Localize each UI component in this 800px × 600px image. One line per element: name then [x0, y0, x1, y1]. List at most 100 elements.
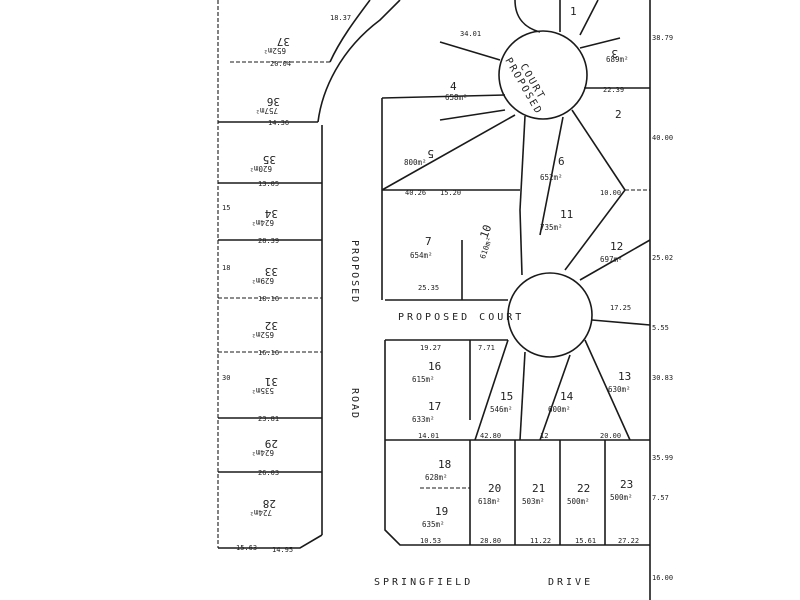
- lot-area: 654m²: [410, 251, 433, 260]
- lot-number: 6: [558, 155, 565, 168]
- dimension: 34.01: [460, 30, 481, 38]
- lot-number: 33: [265, 265, 278, 278]
- dimension: 13.05: [258, 180, 279, 188]
- upper-cul-de-sac: [381, 0, 651, 600]
- dimension: 7.57: [652, 494, 669, 502]
- dimension: 42.80: [480, 432, 501, 440]
- lot-area: 629m²: [251, 276, 274, 285]
- cul-de-sac-bulb: [507, 272, 593, 358]
- lot-number: 12: [610, 240, 623, 253]
- lot-boundary: [439, 41, 501, 61]
- dimension-labels: 14.36 13.05 28.39 18.16 16.16 23.81 26.0…: [222, 14, 673, 582]
- lot-area: 630m²: [608, 385, 631, 394]
- dimension: 30.83: [652, 374, 673, 382]
- west-lot-labels: 37 652m² 36 757m² 35 620m² 34 624m² 33 6…: [249, 35, 290, 517]
- lot-number: 32: [265, 319, 278, 332]
- lot-area: 800m²: [404, 158, 427, 167]
- court-label-mid: PROPOSED COURT: [398, 312, 524, 323]
- lot-number: 3: [611, 47, 618, 60]
- dimension: 20.00: [600, 432, 621, 440]
- lot-area: 635m²: [422, 520, 445, 529]
- dimension: 28.80: [480, 537, 501, 545]
- middle-lot-labels: 7 654m² 10 610m² 11 735m² 12 697m² 13 63…: [410, 208, 631, 424]
- lot-number: 2: [615, 108, 622, 121]
- road-label-road: ROAD: [349, 388, 360, 420]
- lot-number: 16: [428, 360, 441, 373]
- lot-area: 652m²: [540, 173, 563, 182]
- lot-number: 15: [500, 390, 513, 403]
- lot-boundary: [591, 319, 651, 326]
- west-lots: [217, 0, 401, 549]
- lot-boundary: [439, 109, 506, 121]
- dimension: 10.00: [600, 189, 621, 197]
- lot-number: 28: [263, 497, 276, 510]
- lot-number: 11: [560, 208, 573, 221]
- south-lots: [384, 440, 650, 546]
- dimension: 38.79: [652, 34, 673, 42]
- lot-area: 757m²: [255, 106, 278, 115]
- south-lot-labels: 18 628m² 19 635m² 20 618m² 21 503m² 22 5…: [422, 458, 633, 529]
- dimension: 15: [222, 204, 230, 212]
- lot-boundary: [579, 0, 599, 36]
- court-edge: [514, 0, 541, 33]
- court-stem-right: [539, 116, 564, 236]
- lot-area: 628m²: [425, 473, 448, 482]
- dimension: 14.36: [268, 119, 289, 127]
- road-curve-outer: [329, 0, 371, 63]
- lot-area: 735m²: [540, 223, 563, 232]
- dimension: 18.16: [258, 295, 279, 303]
- court-stem-left: [519, 115, 526, 211]
- dimension: 16.00: [652, 574, 673, 582]
- lot-area: 652m²: [263, 46, 286, 55]
- lot-boundary: [579, 37, 621, 49]
- dimension: 35.99: [652, 454, 673, 462]
- lot-number: 37: [277, 35, 290, 48]
- dimension: 5.55: [652, 324, 669, 332]
- lot-area: 618m²: [478, 497, 501, 506]
- dimension: 26.03: [258, 469, 279, 477]
- dimension: 15.63: [236, 544, 257, 552]
- lot-area: 500m²: [610, 493, 633, 502]
- lot-number: 4: [450, 80, 457, 93]
- lot-number: 23: [620, 478, 633, 491]
- dimension: 23.81: [258, 415, 279, 423]
- dimension: 28.39: [258, 237, 279, 245]
- dimension: 17.25: [610, 304, 631, 312]
- lot-boundary: [571, 109, 626, 191]
- dimension: 27.22: [618, 537, 639, 545]
- lot-number: 1: [570, 5, 577, 18]
- dimension: 14.01: [418, 432, 439, 440]
- dimension: 12: [540, 432, 548, 440]
- lot-area: 624m²: [251, 218, 274, 227]
- lot-number: 34: [264, 207, 278, 220]
- dimension: 18.37: [330, 14, 351, 22]
- dimension: 18: [222, 264, 230, 272]
- lot-area: 633m²: [412, 415, 435, 424]
- dimension: 7.71: [478, 344, 495, 352]
- dimension: 15.20: [440, 189, 461, 197]
- lot-number: 21: [532, 482, 545, 495]
- lot-boundary: [381, 94, 506, 99]
- lower-cul-de-sac: [384, 209, 651, 441]
- lot-boundary: [381, 114, 516, 191]
- lot-number: 19: [435, 505, 448, 518]
- lot-number: 36: [267, 95, 280, 108]
- lot-area: 620m²: [249, 164, 272, 173]
- road-label-proposed: PROPOSED: [349, 240, 360, 304]
- lot-area: 724m²: [249, 508, 272, 517]
- upper-lot-labels: 4 658m² 5 800m² 6 652m² 3 689m² 2 1: [404, 5, 629, 182]
- lot-area: 610m²: [478, 236, 494, 260]
- dimension: 16.16: [258, 349, 279, 357]
- lot-area: 658m²: [445, 93, 468, 102]
- lot-boundary: [519, 209, 523, 276]
- lot-area: 652m²: [251, 330, 274, 339]
- street-label-drive: DRIVE: [548, 577, 593, 588]
- lot-area: 600m²: [548, 405, 571, 414]
- lot-area: 697m²: [600, 255, 623, 264]
- lot-area: 500m²: [567, 497, 590, 506]
- dimension: 40.26: [405, 189, 426, 197]
- dimension: 40.00: [652, 134, 673, 142]
- lot-number: 5: [427, 147, 434, 160]
- lot-number: 7: [425, 235, 432, 248]
- lot-number: 17: [428, 400, 441, 413]
